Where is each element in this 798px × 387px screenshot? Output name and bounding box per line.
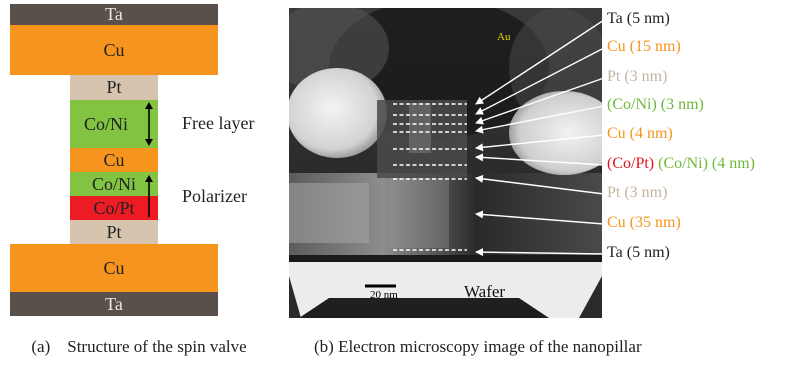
caption-a: (a) Structure of the spin valve [4, 336, 274, 357]
layer-cu-top: Cu [10, 25, 218, 75]
layer-label: Ta [105, 4, 123, 24]
layer-ta-top: Ta [10, 4, 218, 25]
annotation-label-part: Pt (3 nm) [607, 184, 668, 201]
wafer-label: Wafer [464, 282, 506, 301]
annotation-label: Pt (3 nm) [607, 68, 667, 86]
annotation-label: Cu (35 nm) [607, 214, 681, 232]
layer-label: Cu [103, 149, 125, 170]
layer-cu-bottom: Cu [10, 244, 218, 292]
annotation-label-part: Pt (3 nm) [607, 68, 668, 85]
interface-dashed-lines [393, 103, 467, 251]
layer-coni-polarizer: Co/Ni [70, 172, 158, 196]
layer-label: Co/Ni [84, 113, 129, 134]
annotation-label-part: (Co/Ni) (3 nm) [607, 96, 704, 113]
layer-coni-free: Co/Ni [70, 100, 158, 148]
layer-ta-bottom: Ta [10, 292, 218, 316]
free-layer-double-arrow-icon [145, 102, 153, 146]
layer-label: Pt [106, 221, 122, 242]
annotation-label: Cu (4 nm) [607, 125, 673, 143]
au-label: Au [497, 31, 511, 43]
annotation-label: Ta (5 nm) [607, 10, 670, 28]
annotation-label: Ta (5 nm) [607, 244, 670, 262]
annotation-label: (Co/Ni) (3 nm) [607, 96, 704, 114]
layer-cu-spacer: Cu [70, 148, 158, 172]
annotation-label-part: Cu (15 nm) [607, 38, 681, 55]
annotation-label-part: (Co/Ni) (4 nm) [654, 155, 755, 172]
annotation-label: Pt (3 nm) [607, 184, 667, 202]
tem-image [289, 8, 602, 318]
layer-label: Ta [105, 293, 123, 314]
layer-pt-lower: Pt [70, 220, 158, 244]
free-layer-label: Free layer [182, 113, 255, 133]
layer-copt-polarizer: Co/Pt [70, 196, 158, 220]
caption-a-prefix: (a) [31, 337, 51, 356]
scale-bar-label: 20 nm [370, 289, 398, 301]
polarizer-label: Polarizer [182, 186, 247, 206]
caption-a-text: Structure of the spin valve [67, 337, 247, 356]
annotation-label-part: Ta (5 nm) [607, 10, 670, 27]
annotation-label-part: (Co/Pt) [607, 155, 655, 172]
layer-label: Cu [103, 257, 125, 278]
layer-label: Cu [103, 39, 125, 60]
annotation-label: (Co/Pt) (Co/Ni) (4 nm) [607, 155, 755, 173]
annotation-label-part: Cu (35 nm) [607, 214, 681, 231]
polarizer-up-arrow-icon [145, 175, 153, 217]
layer-pt-upper: Pt [70, 75, 158, 100]
layer-label: Co/Ni [91, 173, 136, 194]
layer-label: Pt [106, 77, 122, 97]
annotation-label-part: Ta (5 nm) [607, 244, 670, 261]
layer-label: Co/Pt [93, 197, 135, 218]
annotation-label-part: Cu (4 nm) [607, 125, 673, 142]
caption-b: (b) Electron microscopy image of the nan… [314, 337, 642, 356]
annotation-label: Cu (15 nm) [607, 38, 681, 56]
